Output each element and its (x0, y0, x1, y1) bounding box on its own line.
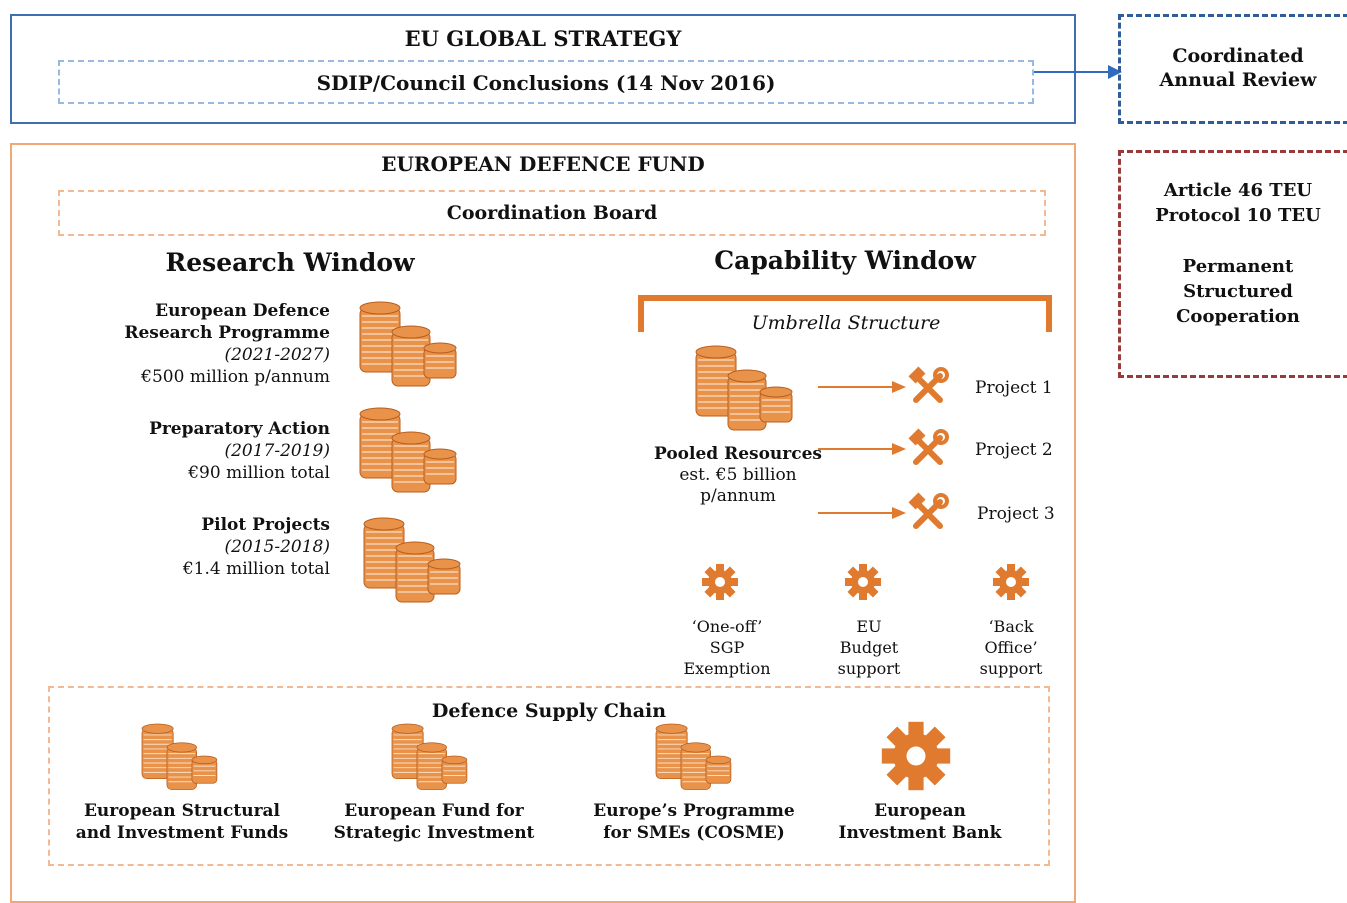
arrow-right-icon (818, 507, 906, 519)
support-line3: support (837, 659, 901, 678)
arrow-right-icon (818, 443, 906, 455)
support-line3: support (979, 659, 1043, 678)
supply-line2: Investment Bank (838, 823, 1002, 843)
supply-cosme: Europe’s Programme for SMEs (COSME) (574, 800, 814, 844)
programme-name-line1: Pilot Projects (201, 515, 330, 535)
support-line2: SGP (709, 638, 745, 657)
programme-period: (2015-2018) (224, 537, 330, 557)
pesco-line5: Cooperation (1176, 306, 1300, 327)
sdip-label: SDIP/Council Conclusions (14 Nov 2016) (316, 71, 776, 95)
pesco-articles: Article 46 TEU Protocol 10 TEU (1118, 178, 1347, 228)
supply-line2: for SMEs (COSME) (603, 823, 785, 843)
supply-line1: European (874, 801, 966, 821)
programme-amount: €90 million total (188, 463, 330, 483)
gear-icon (702, 564, 738, 600)
gear-icon (881, 721, 951, 791)
project-2-label: Project 2 (975, 440, 1053, 460)
coin-stack-icon (359, 407, 457, 493)
sdip-box (58, 60, 1034, 104)
support-sgp-exemption: ‘One-off’ SGP Exemption (662, 616, 792, 679)
programme-amount: €500 million p/annum (141, 367, 330, 387)
pesco-name: Permanent Structured Cooperation (1118, 254, 1347, 329)
support-back-office: ‘Back Office’ support (946, 616, 1076, 679)
defence-supply-chain-box (48, 686, 1050, 866)
annual-review-label: Coordinated Annual Review (1118, 44, 1347, 92)
pesco-line4: Structured (1183, 281, 1293, 302)
supply-esif: European Structural and Investment Funds (62, 800, 302, 844)
programme-name-line2: Research Programme (124, 323, 330, 343)
supply-efsi: European Fund for Strategic Investment (314, 800, 554, 844)
annual-review-line1: Coordinated (1172, 45, 1304, 67)
umbrella-structure-label: Umbrella Structure (751, 312, 941, 334)
support-line1: EU (856, 617, 882, 636)
arrow-right-icon (1034, 65, 1122, 79)
supply-line2: and Investment Funds (75, 823, 289, 843)
coin-stack-icon (363, 517, 461, 603)
coin-stack-icon (655, 723, 732, 790)
programme-preparatory-action: Preparatory Action (2017-2019) €90 milli… (90, 418, 330, 484)
pooled-resources: Pooled Resources est. €5 billion p/annum (650, 444, 826, 507)
support-line2: Budget (839, 638, 899, 657)
coordination-board-box (58, 190, 1046, 236)
pooled-title: Pooled Resources (654, 444, 822, 464)
pooled-line2: est. €5 billion (679, 465, 797, 485)
umbrella-bracket (638, 295, 1052, 332)
hammer-wrench-icon (910, 370, 946, 406)
support-line3: Exemption (683, 659, 771, 678)
programme-name-line1: European Defence (155, 301, 330, 321)
hammer-wrench-icon (910, 432, 946, 468)
pesco-line1: Article 46 TEU (1163, 180, 1313, 201)
gear-icon (845, 564, 881, 600)
project-3-label: Project 3 (977, 504, 1055, 524)
project-1-label: Project 1 (975, 378, 1053, 398)
defence-supply-chain-title: Defence Supply Chain (431, 700, 667, 722)
programme-pilot-projects: Pilot Projects (2015-2018) €1.4 million … (90, 514, 330, 580)
eu-global-strategy-title: EU GLOBAL STRATEGY (404, 26, 682, 51)
programme-amount: €1.4 million total (182, 559, 330, 579)
coordination-board-label: Coordination Board (446, 202, 658, 224)
hammer-wrench-icon (910, 496, 946, 532)
pesco-box (1118, 150, 1347, 378)
arrow-right-icon (818, 381, 906, 393)
pesco-line2: Protocol 10 TEU (1155, 205, 1321, 226)
programme-period: (2017-2019) (224, 441, 330, 461)
support-line1: ‘One-off’ (691, 617, 763, 636)
annual-review-box (1118, 14, 1347, 124)
european-defence-fund-title: EUROPEAN DEFENCE FUND (381, 152, 705, 176)
capability-window-heading: Capability Window (714, 246, 976, 275)
coin-stack-icon (359, 301, 457, 387)
programme-period: (2021-2027) (224, 345, 330, 365)
supply-line1: European Structural (83, 801, 281, 821)
supply-line1: Europe’s Programme (593, 801, 795, 821)
coin-stack-icon (695, 345, 793, 431)
annual-review-line2: Annual Review (1159, 69, 1317, 91)
research-window-heading: Research Window (165, 248, 415, 277)
support-eu-budget: EU Budget support (804, 616, 934, 679)
coin-stack-icon (141, 723, 218, 790)
supply-line1: European Fund for (344, 801, 524, 821)
support-line2: Office’ (984, 638, 1038, 657)
programme-name-line1: Preparatory Action (149, 419, 330, 439)
programme-edrp: European Defence Research Programme (202… (90, 300, 330, 388)
supply-eib: European Investment Bank (800, 800, 1040, 844)
support-line1: ‘Back (988, 617, 1034, 636)
eu-global-strategy-box (10, 14, 1076, 124)
pesco-line3: Permanent (1182, 256, 1294, 277)
coin-stack-icon (391, 723, 468, 790)
gear-icon (993, 564, 1029, 600)
supply-line2: Strategic Investment (333, 823, 535, 843)
pooled-line3: p/annum (700, 486, 776, 506)
